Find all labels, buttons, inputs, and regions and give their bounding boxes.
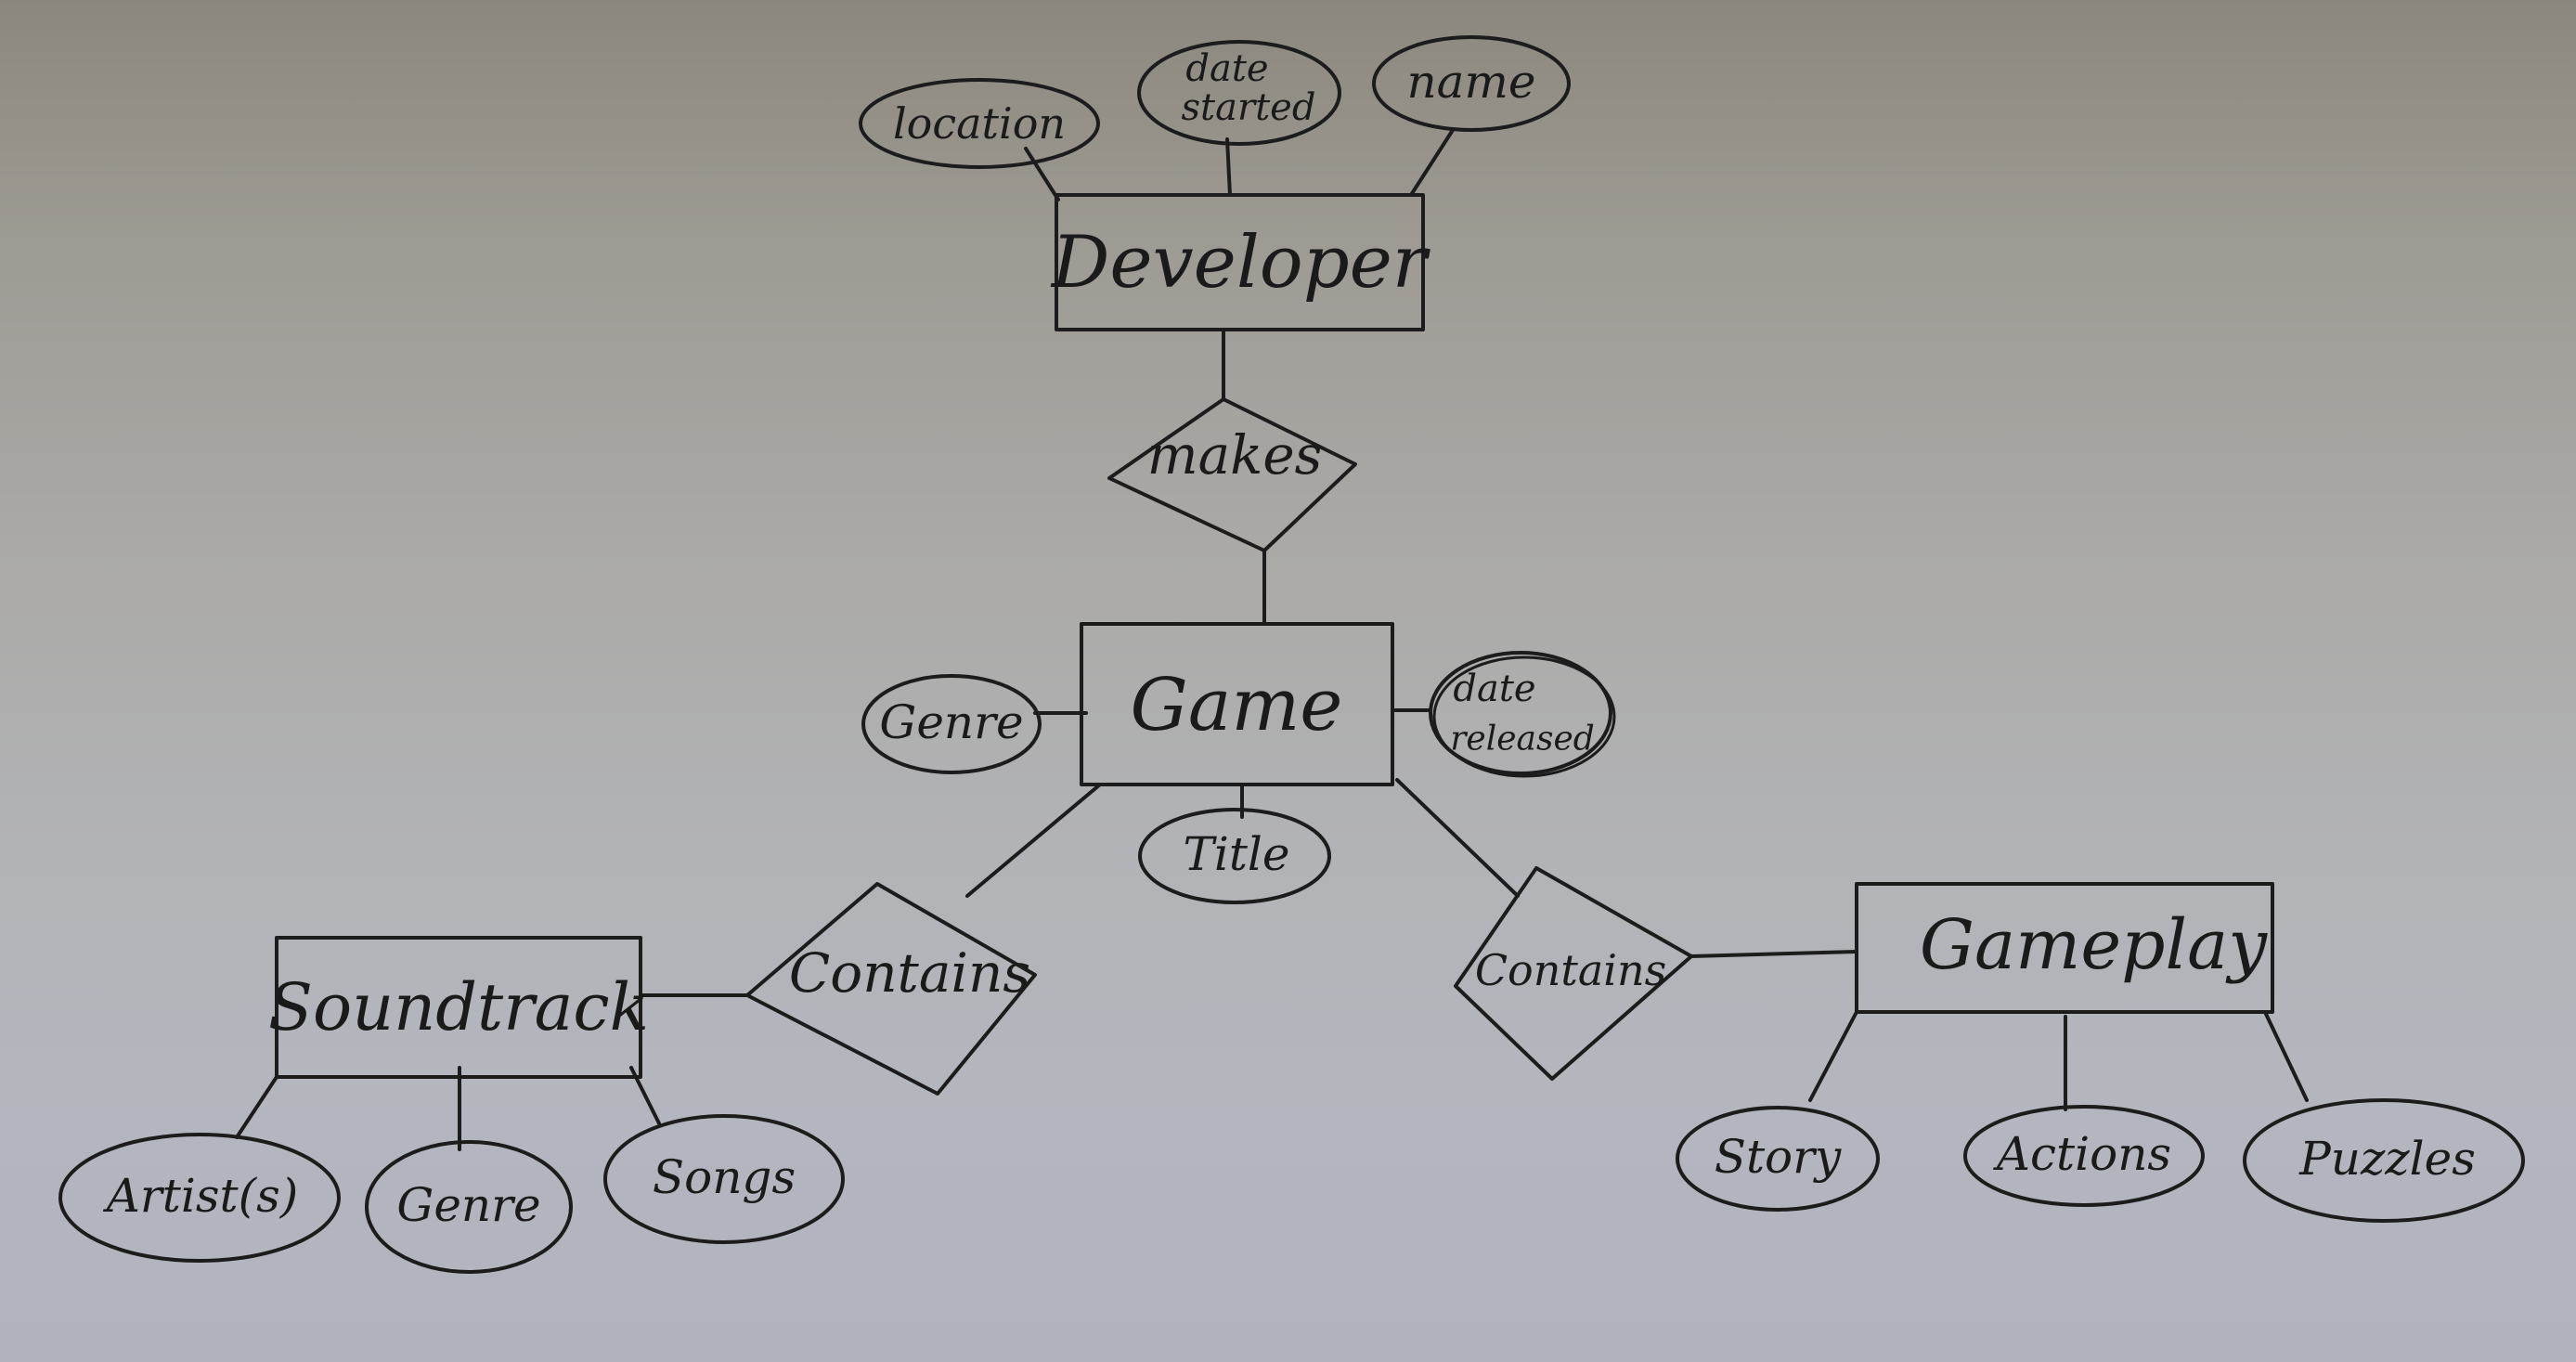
attribute-date-started-oval <box>1137 40 1341 146</box>
attribute-actions-label: Actions <box>1993 1127 2171 1181</box>
attribute-location: location <box>859 78 1100 169</box>
edge-developer-location <box>1024 147 1060 201</box>
entity-game-box <box>1080 622 1394 786</box>
attribute-title-oval <box>1138 808 1331 904</box>
attribute-game-genre-label: Genre <box>879 695 1023 749</box>
edge-developer-date-started <box>1225 137 1232 197</box>
edge-soundtrack-artists <box>235 1075 278 1139</box>
edge-gameplay-puzzles <box>2263 1010 2309 1102</box>
attribute-date-started-line1: date <box>1185 47 1268 90</box>
attribute-date-released: date released <box>1429 651 1616 778</box>
relationship-makes-label: makes <box>1147 423 1323 486</box>
attribute-soundtrack-genre: Genre <box>365 1140 573 1274</box>
attribute-actions-oval <box>1963 1105 2205 1207</box>
attribute-date-started: date started <box>1137 40 1341 146</box>
attribute-date-released-line1: date <box>1453 668 1535 710</box>
entity-developer-box <box>1055 193 1425 331</box>
attribute-story: Story <box>1676 1106 1880 1212</box>
edge-game-contains-gameplay <box>1395 778 1520 898</box>
attribute-title: Title <box>1138 808 1331 904</box>
attribute-game-genre-oval <box>861 674 1042 774</box>
edge-developer-name <box>1409 128 1455 197</box>
attribute-artists-oval <box>58 1133 341 1263</box>
attribute-location-oval <box>859 78 1100 169</box>
attribute-puzzles-oval <box>2243 1098 2525 1223</box>
attribute-songs-label: Songs <box>653 1150 796 1204</box>
entity-soundtrack: Soundtrack <box>268 936 649 1079</box>
attribute-puzzles: Puzzles <box>2243 1098 2525 1223</box>
edge-gameplay-story <box>1808 1010 1858 1102</box>
attribute-story-label: Story <box>1715 1130 1842 1184</box>
entity-developer: Developer <box>1050 193 1431 331</box>
relationship-contains-gameplay-diamond <box>1454 866 1693 1081</box>
relationship-contains-soundtrack-label: Contains <box>789 941 1030 1005</box>
entity-game-label: Game <box>1131 664 1343 747</box>
entity-gameplay-box <box>1855 882 2274 1014</box>
attribute-date-released-oval-trace <box>1432 655 1616 778</box>
attribute-soundtrack-genre-oval <box>365 1140 573 1274</box>
attribute-artists-label: Artist(s) <box>103 1169 299 1223</box>
attribute-name: name <box>1372 35 1571 132</box>
attribute-date-released-oval <box>1429 651 1612 775</box>
attribute-location-label: location <box>893 98 1066 149</box>
relationship-contains-gameplay: Contains <box>1454 866 1693 1081</box>
relationship-contains-gameplay-label: Contains <box>1475 945 1666 995</box>
attribute-actions: Actions <box>1963 1105 2205 1207</box>
relationship-makes-diamond <box>1107 397 1357 552</box>
entity-gameplay: Gameplay <box>1855 882 2274 1014</box>
attribute-game-genre: Genre <box>861 674 1042 774</box>
edge-game-contains-soundtrack <box>965 783 1102 898</box>
entity-developer-label: Developer <box>1050 221 1431 305</box>
entity-game: Game <box>1080 622 1394 786</box>
attribute-title-label: Title <box>1183 827 1289 881</box>
edge-contains-gameplay-entity <box>1689 950 1858 958</box>
entity-soundtrack-box <box>275 936 642 1079</box>
attribute-date-released-line2: released <box>1450 720 1595 759</box>
attribute-songs-oval <box>603 1114 845 1244</box>
entity-gameplay-label: Gameplay <box>1920 905 2268 985</box>
attribute-artists: Artist(s) <box>58 1133 341 1263</box>
attribute-name-label: name <box>1406 55 1535 109</box>
attribute-songs: Songs <box>603 1114 845 1244</box>
attribute-puzzles-label: Puzzles <box>2298 1132 2476 1186</box>
attribute-soundtrack-genre-label: Genre <box>396 1178 540 1232</box>
connectors <box>235 128 2309 1151</box>
entity-soundtrack-label: Soundtrack <box>268 969 649 1045</box>
attribute-date-started-line2: started <box>1182 86 1316 129</box>
relationship-contains-soundtrack-diamond <box>745 882 1037 1096</box>
attribute-story-oval <box>1676 1106 1880 1212</box>
relationship-makes: makes <box>1107 397 1357 552</box>
attribute-name-oval <box>1372 35 1571 132</box>
relationship-contains-soundtrack: Contains <box>745 882 1037 1096</box>
